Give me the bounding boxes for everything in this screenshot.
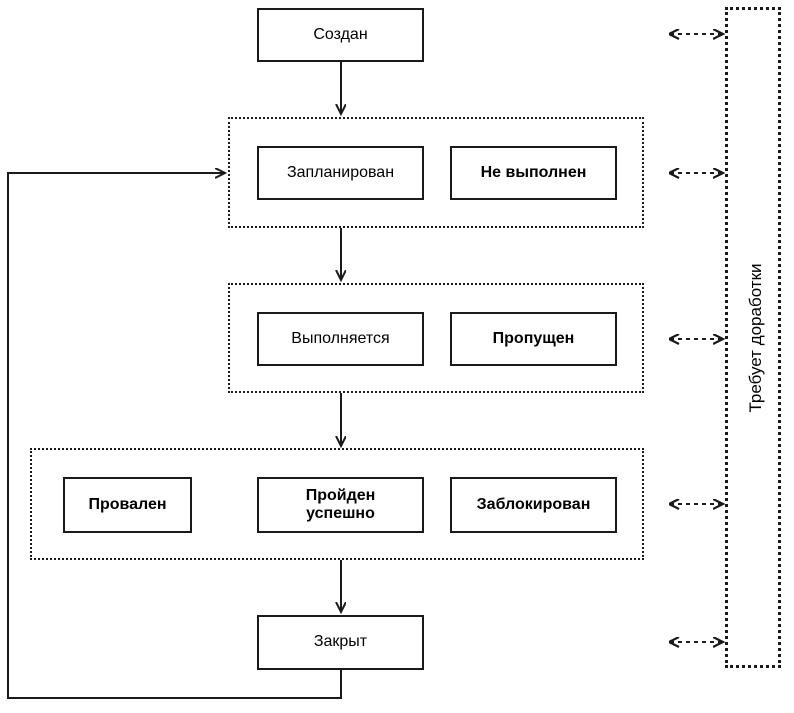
state-node-passed[interactable]: Пройден успешно xyxy=(257,477,424,533)
state-label-created: Создан xyxy=(313,25,368,43)
state-node-blocked[interactable]: Заблокирован xyxy=(450,477,617,533)
group-planned-states xyxy=(228,117,644,228)
group-result-states xyxy=(30,448,644,560)
state-label-failed: Провален xyxy=(88,495,167,513)
rework-panel-label: Требует доработки xyxy=(746,263,765,413)
state-label-skipped: Пропущен xyxy=(492,329,575,347)
state-node-in-progress[interactable]: Выполняется xyxy=(257,312,424,366)
state-node-not-executed[interactable]: Не выполнен xyxy=(450,146,617,200)
rework-panel[interactable]: Требует доработки xyxy=(725,7,781,668)
state-label-not-executed: Не выполнен xyxy=(480,163,587,181)
state-label-planned: Запланирован xyxy=(286,163,395,181)
state-node-skipped[interactable]: Пропущен xyxy=(450,312,617,366)
group-inprogress-states xyxy=(228,283,644,393)
state-node-closed[interactable]: Закрыт xyxy=(257,615,424,670)
state-label-blocked: Заблокирован xyxy=(476,495,591,513)
state-node-planned[interactable]: Запланирован xyxy=(257,146,424,200)
state-node-failed[interactable]: Провален xyxy=(63,477,192,533)
state-label-passed-line1: Пройден xyxy=(305,486,376,504)
state-node-created[interactable]: Создан xyxy=(257,8,424,62)
state-label-in-progress: Выполняется xyxy=(291,329,390,347)
state-label-passed: Пройден успешно xyxy=(306,487,376,524)
state-label-passed-line2: успешно xyxy=(306,505,375,522)
state-label-closed: Закрыт xyxy=(313,633,368,651)
